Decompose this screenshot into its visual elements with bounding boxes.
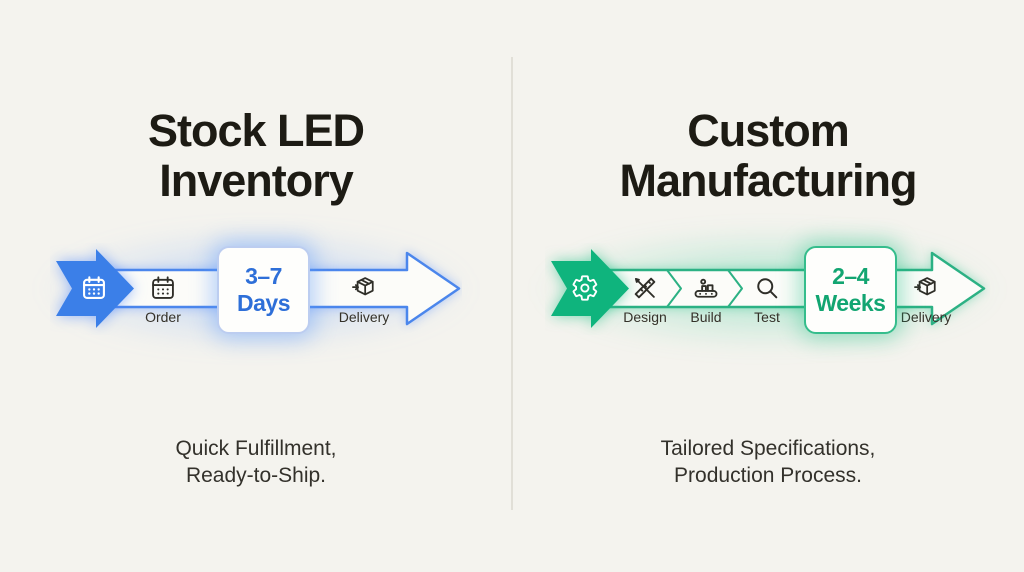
- step-label-test: Test: [754, 309, 780, 325]
- package-icon: [912, 274, 940, 302]
- title-line-1: Custom: [687, 105, 849, 157]
- footer-line-2: Ready-to-Ship.: [185, 464, 327, 487]
- stock-footer-text: Quick Fulfillment, Ready-to-Ship.: [0, 435, 512, 489]
- step-label-order: Order: [145, 309, 181, 325]
- step-label-build: Build: [690, 309, 722, 325]
- duration-badge: 3–7 Days: [217, 246, 310, 334]
- stock-led-title: Stock LED Inventory: [0, 106, 512, 206]
- calendar-icon: [80, 274, 108, 302]
- gear-icon: [571, 274, 599, 302]
- conveyor-icon: [692, 274, 720, 302]
- pencil-ruler-icon: [631, 274, 659, 302]
- stock-timeline: Order 3–7 Days Delivery: [50, 243, 462, 335]
- calendar-icon: [149, 274, 177, 302]
- duration-line-1: 3–7: [245, 263, 282, 289]
- custom-manufacturing-title: Custom Manufacturing: [512, 106, 1024, 206]
- custom-footer-text: Tailored Specifications, Production Proc…: [512, 435, 1024, 489]
- duration-badge: 2–4 Weeks: [804, 246, 897, 334]
- footer-line-1: Quick Fulfillment,: [175, 437, 337, 460]
- duration-line-2: Weeks: [815, 290, 886, 316]
- panel-divider: [511, 57, 513, 510]
- package-icon: [350, 274, 378, 302]
- title-line-2: Manufacturing: [619, 155, 918, 207]
- duration-line-1: 2–4: [832, 263, 869, 289]
- custom-timeline: Design Build Test 2–4 Weeks: [545, 243, 990, 335]
- footer-line-1: Tailored Specifications,: [660, 437, 876, 460]
- step-label-delivery: Delivery: [900, 309, 952, 325]
- footer-line-2: Production Process.: [674, 464, 862, 487]
- duration-line-2: Days: [237, 290, 290, 316]
- step-label-delivery: Delivery: [338, 309, 390, 325]
- step-label-design: Design: [623, 309, 667, 325]
- title-line-2: Inventory: [159, 155, 354, 207]
- magnifier-icon: [753, 274, 781, 302]
- title-line-1: Stock LED: [147, 105, 365, 157]
